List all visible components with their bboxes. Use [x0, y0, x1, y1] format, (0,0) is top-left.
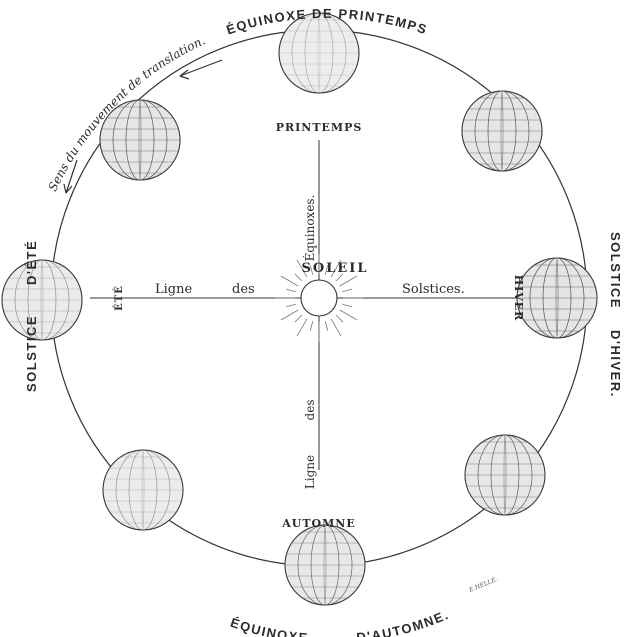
- globe-autumn-icon: [285, 525, 365, 605]
- globe-spring-icon: [279, 13, 359, 93]
- globe-winter-south-icon: [465, 435, 545, 515]
- globe-winter-north-icon: [462, 91, 542, 171]
- globe-winter-icon: [517, 258, 597, 338]
- globe-summer-icon: [2, 260, 82, 340]
- solstice-winter-label-2: D'HIVER.: [608, 330, 623, 398]
- solstice-winter-label: SOLSTICE: [608, 232, 623, 309]
- spring-label: PRINTEMPS: [276, 121, 363, 134]
- solstice-summer-label-2: D'ÉTÉ: [24, 240, 39, 285]
- equinox-line-label-bottom-1: Ligne: [303, 455, 317, 489]
- autumn-label: AUTOMNE: [281, 517, 356, 530]
- solstice-line-label-3: Solstices.: [402, 282, 465, 297]
- equinox-line-label-bottom-2: des: [303, 400, 317, 421]
- globe-summer-south-icon: [103, 450, 183, 530]
- equinox-autumn-label: ÉQUINOXE: [229, 615, 310, 637]
- sun-label: SOLEIL: [302, 261, 369, 276]
- solstice-line-label-1: Ligne: [155, 282, 192, 297]
- equinox-line-label-top: Équinoxes.: [302, 195, 317, 262]
- summer-label: ÉTÉ: [113, 285, 125, 311]
- motion-arrow-top: [180, 60, 222, 79]
- equinox-autumn-label-2: D'AUTOMNE.: [356, 607, 452, 637]
- engraver-signature: E.HELLÉ.: [467, 575, 499, 594]
- solstice-summer-label: SOLSTICE: [24, 315, 39, 392]
- winter-label: HIVER: [512, 275, 525, 322]
- solstice-line-label-2: des: [232, 282, 255, 297]
